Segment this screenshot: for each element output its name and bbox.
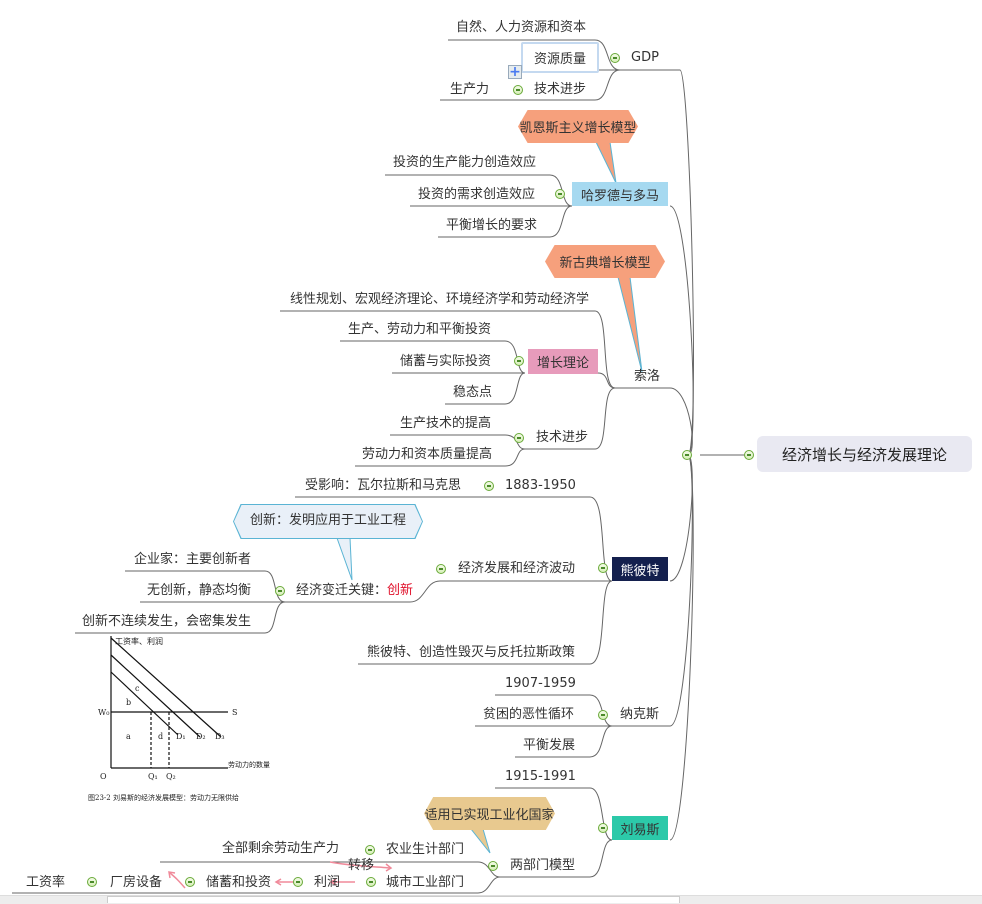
growth-child[interactable]: 生产、劳动力和平衡投资 (348, 322, 492, 337)
callout-keynesian: 凯恩斯主义增长模型 (518, 110, 638, 143)
collapse-icon[interactable] (514, 356, 524, 366)
wage-rate[interactable]: 工资率 (26, 875, 66, 890)
collapse-icon[interactable] (275, 586, 285, 596)
figure-d2: D₂ (196, 732, 206, 741)
collapse-icon[interactable] (87, 877, 97, 887)
tech-child[interactable]: 劳动力和资本质量提高 (362, 447, 493, 462)
key-child[interactable]: 无创新，静态均衡 (147, 583, 252, 598)
collapse-icon[interactable] (610, 53, 620, 63)
gdp-child-tech[interactable]: 技术进步 (534, 82, 587, 97)
solow-growth-theory[interactable]: 增长理论 (528, 349, 598, 374)
schumpeter-book[interactable]: 熊彼特、创造性毁灭与反托拉斯政策 (367, 645, 576, 660)
figure-q1: Q₁ (148, 772, 158, 781)
collapse-icon[interactable] (555, 189, 565, 199)
figure-d3: D₃ (215, 732, 225, 741)
growth-child[interactable]: 稳态点 (453, 385, 493, 400)
figure-b: b (126, 698, 132, 707)
agri-child[interactable]: 全部剩余劳动生产力 (222, 841, 340, 856)
branch-harrod-domar[interactable]: 哈罗德与多马 (572, 182, 668, 206)
gdp-child-quality-selected[interactable]: 资源质量 (521, 42, 599, 73)
solow-child[interactable]: 线性规划、宏观经济理论、环境经济学和劳动经济学 (290, 292, 590, 307)
harrod-child[interactable]: 投资的需求创造效应 (418, 187, 536, 202)
figure-d1: D₁ (176, 732, 186, 741)
nurkse-child[interactable]: 平衡发展 (523, 738, 576, 753)
branch-nurkse[interactable]: 纳克斯 (620, 707, 660, 722)
branch-solow[interactable]: 索洛 (634, 369, 661, 384)
profit[interactable]: 利润 (314, 875, 341, 890)
harrod-child[interactable]: 平衡增长的要求 (446, 218, 538, 233)
figure-caption: 图23-2 刘易斯的经济发展模型：劳动力无限供给 (88, 794, 239, 802)
collapse-icon[interactable] (366, 877, 376, 887)
collapse-icon[interactable] (436, 564, 446, 574)
tech-child-productivity[interactable]: 生产力 (450, 82, 490, 97)
figure-c: c (135, 684, 140, 693)
lewis-two-sector[interactable]: 两部门模型 (510, 858, 576, 873)
saving-investment[interactable]: 储蓄和投资 (206, 875, 272, 890)
collapse-icon[interactable] (185, 877, 195, 887)
collapse-icon[interactable] (598, 710, 608, 720)
collapse-icon[interactable] (514, 433, 524, 443)
figure-s: S (232, 708, 238, 717)
figure-o: O (100, 772, 107, 781)
schumpeter-influence[interactable]: 受影响：瓦尔拉斯和马克思 (305, 478, 462, 493)
figure-q2: Q₂ (166, 772, 176, 781)
branch-lewis[interactable]: 刘易斯 (612, 816, 668, 840)
collapse-icon[interactable] (682, 450, 692, 460)
urban-sector[interactable]: 城市工业部门 (386, 875, 465, 890)
branch-gdp[interactable]: GDP (631, 50, 659, 65)
collapse-icon[interactable] (365, 845, 375, 855)
lewis-model-figure: 工资率、利润 W₀ S b c a d D₁ D₂ D₃ O Q₁ Q₂ 劳动力… (88, 620, 278, 810)
key-child[interactable]: 创新不连续发生，会密集发生 (82, 614, 252, 629)
schumpeter-development[interactable]: 经济发展和经济波动 (458, 561, 576, 576)
growth-child[interactable]: 储蓄与实际投资 (400, 354, 492, 369)
collapse-icon[interactable] (598, 823, 608, 833)
harrod-child[interactable]: 投资的生产能力创造效应 (393, 155, 537, 170)
gdp-child-resources[interactable]: 自然、人力资源和资本 (456, 20, 587, 35)
branch-schumpeter[interactable]: 熊彼特 (612, 557, 668, 581)
key-prefix: 经济变迁关键： (296, 583, 388, 598)
horizontal-scrollbar[interactable] (107, 896, 680, 903)
lewis-years[interactable]: 1915-1991 (505, 769, 576, 784)
tech-child[interactable]: 生产技术的提高 (400, 416, 492, 431)
solow-tech[interactable]: 技术进步 (536, 430, 589, 445)
collapse-icon[interactable] (488, 861, 498, 871)
figure-d: d (158, 732, 164, 741)
callout-industrialized: 适用已实现工业化国家 (424, 797, 555, 830)
plant-equipment[interactable]: 厂房设备 (110, 875, 163, 890)
nurkse-child[interactable]: 贫困的恶性循环 (483, 707, 575, 722)
collapse-icon[interactable] (293, 877, 303, 887)
collapse-icon[interactable] (513, 85, 523, 95)
central-topic[interactable]: 经济增长与经济发展理论 (757, 436, 972, 472)
key-highlight: 创新 (387, 583, 414, 598)
nurkse-child[interactable]: 1907-1959 (505, 676, 576, 691)
agri-sector[interactable]: 农业生计部门 (386, 842, 465, 857)
callout-neoclassical: 新古典增长模型 (545, 245, 665, 278)
figure-ylabel: 工资率、利润 (115, 637, 163, 646)
collapse-icon[interactable] (744, 450, 754, 460)
add-icon[interactable]: + (508, 64, 522, 80)
schumpeter-years[interactable]: 1883-1950 (505, 478, 576, 493)
collapse-icon[interactable] (484, 481, 494, 491)
callout-innovation-text: 创新：发明应用于工业工程 (250, 513, 407, 528)
figure-xlabel: 劳动力的数量 (228, 761, 270, 769)
transfer-label: 转移 (348, 858, 375, 873)
figure-w0: W₀ (98, 708, 110, 717)
callout-innovation (233, 504, 423, 539)
schumpeter-key[interactable]: 经济变迁关键：创新 (296, 582, 413, 600)
figure-a: a (126, 732, 131, 741)
key-child[interactable]: 企业家：主要创新者 (134, 552, 252, 567)
collapse-icon[interactable] (598, 563, 608, 573)
